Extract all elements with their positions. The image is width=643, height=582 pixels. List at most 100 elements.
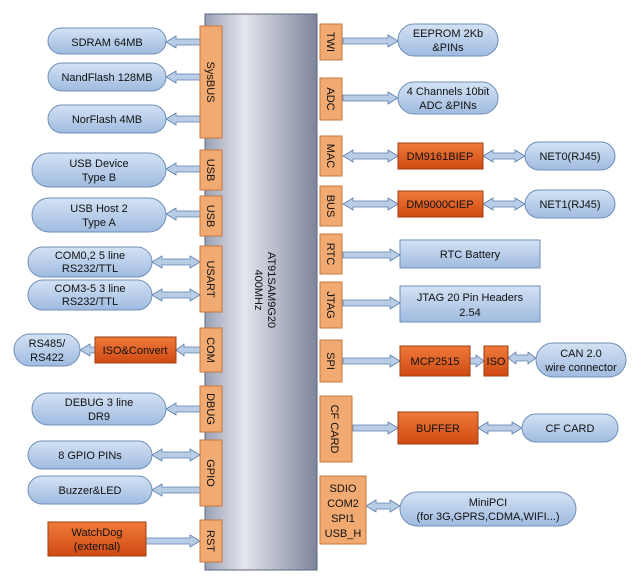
svg-text:GPIO: GPIO [204, 459, 216, 487]
svg-text:NorFlash 4MB: NorFlash 4MB [72, 114, 142, 126]
port-usb-host: USB [199, 195, 223, 237]
port-spi: SPI [319, 339, 343, 383]
arrow-iso [175, 343, 201, 357]
svg-text:SysBUS: SysBUS [204, 62, 216, 103]
ext-rs485: RS485/ RS422 [13, 333, 81, 367]
svg-text:MCP2515: MCP2515 [411, 356, 460, 368]
svg-text:USB Device: USB Device [69, 158, 128, 170]
arrow-adc [342, 91, 399, 105]
svg-text:ISO&Convert: ISO&Convert [103, 345, 168, 357]
port-mac: MAC [319, 135, 343, 177]
svg-text:wire connector: wire connector [544, 362, 617, 374]
svg-text:(for 3G,GPRS,CDMA,WIFI...): (for 3G,GPRS,CDMA,WIFI...) [416, 511, 559, 523]
arrow-iso-link [469, 354, 485, 368]
svg-text:USB Host 2: USB Host 2 [70, 203, 127, 215]
port-twi: TWI [319, 23, 343, 61]
ext-iso: ISO [483, 345, 509, 377]
arrow-com35 [151, 288, 201, 302]
arrow-dm9161 [342, 149, 399, 163]
arrow-com02 [151, 255, 201, 269]
svg-text:Type A: Type A [82, 217, 116, 229]
arrow-cf-card [477, 421, 523, 435]
svg-text:COM0,2 5 line: COM0,2 5 line [55, 250, 125, 262]
ext-com35: COM3-5 3 line RS232/TTL [27, 279, 153, 311]
svg-text:EEPROM 2Kb: EEPROM 2Kb [413, 28, 483, 40]
port-usb-device: USB [199, 149, 223, 191]
cpu-name: AT91SAM9G20 [265, 252, 277, 328]
port-gpio: GPIO [199, 439, 223, 507]
arrow-buzzer [151, 483, 201, 497]
port-bus: BUS [319, 185, 343, 227]
arrow-eeprom [342, 34, 399, 48]
svg-text:(external): (external) [74, 541, 120, 553]
arrow-watchdog [145, 534, 201, 548]
svg-text:DEBUG 3 line: DEBUG 3 line [65, 397, 133, 409]
arrow-gpio-pins [151, 448, 201, 462]
cpu-freq: 400MHz [252, 270, 264, 311]
svg-text:NandFlash 128MB: NandFlash 128MB [61, 72, 152, 84]
port-jtag: JTAG [319, 281, 343, 329]
svg-text:NET1(RJ45): NET1(RJ45) [539, 199, 600, 211]
svg-text:USART: USART [204, 260, 216, 297]
svg-text:DR9: DR9 [88, 411, 110, 423]
svg-text:8 GPIO PINs: 8 GPIO PINs [58, 450, 122, 462]
ext-minipci: MiniPCI (for 3G,GPRS,CDMA,WIFI...) [399, 491, 577, 527]
ext-net1: NET1(RJ45) [524, 189, 616, 219]
svg-text:Buzzer&LED: Buzzer&LED [59, 485, 122, 497]
arrow-sdram [165, 35, 201, 49]
port-sysbus: SysBUS [199, 25, 223, 139]
arrow-debug [165, 402, 201, 416]
ext-gpio-pins: 8 GPIO PINs [27, 440, 153, 470]
svg-text:&PINs: &PINs [432, 42, 464, 54]
svg-text:COM2: COM2 [327, 498, 359, 510]
arrow-usb-host [165, 207, 201, 221]
arrow-mcp2515 [342, 354, 401, 368]
arrow-nor [165, 112, 201, 126]
svg-text:BUS: BUS [324, 195, 336, 218]
ext-buffer: BUFFER [397, 411, 479, 445]
svg-text:CF CARD: CF CARD [546, 423, 595, 435]
svg-text:RTC: RTC [324, 243, 336, 265]
ext-sdram: SDRAM 64MB [47, 27, 167, 55]
svg-text:COM3-5 3 line: COM3-5 3 line [55, 283, 126, 295]
ext-net0: NET0(RJ45) [524, 141, 616, 171]
port-com: COM [199, 327, 223, 373]
ext-debug: DEBUG 3 line DR9 [31, 392, 167, 426]
svg-text:JTAG 20 Pin Headers: JTAG 20 Pin Headers [417, 292, 524, 304]
port-cf-card: CF CARD [319, 395, 353, 463]
svg-text:SPI: SPI [324, 352, 336, 370]
svg-text:DM9161BIEP: DM9161BIEP [407, 151, 474, 163]
ext-jtag-header: JTAG 20 Pin Headers 2.54 [399, 285, 541, 323]
ext-dm9000ciep: DM9000CIEP [397, 190, 484, 218]
ext-dm9161biep: DM9161BIEP [397, 142, 484, 170]
svg-text:DBUG: DBUG [204, 393, 216, 425]
svg-text:COM: COM [204, 337, 216, 363]
port-dbug: DBUG [199, 385, 223, 433]
port-usart: USART [199, 245, 223, 313]
svg-text:MAC: MAC [324, 144, 336, 169]
ext-nandflash: NandFlash 128MB [47, 62, 167, 92]
arrow-nand [165, 70, 201, 84]
cpu-block: AT91SAM9G20 400MHz [204, 13, 318, 571]
svg-text:Type B: Type B [82, 172, 116, 184]
ext-rtc-battery: RTC Battery [399, 239, 541, 269]
ext-com02: COM0,2 5 line RS232/TTL [27, 246, 153, 278]
svg-text:CAN 2.0: CAN 2.0 [560, 348, 602, 360]
arrow-can [507, 351, 537, 365]
arrow-net1 [482, 197, 526, 211]
port-adc: ADC [319, 77, 343, 121]
svg-text:SPI1: SPI1 [331, 513, 355, 525]
svg-text:CF CARD: CF CARD [328, 405, 340, 454]
svg-text:JTAG: JTAG [324, 291, 336, 318]
arrow-buffer [352, 421, 399, 435]
svg-text:TWI: TWI [324, 32, 336, 52]
svg-text:RS232/TTL: RS232/TTL [62, 296, 118, 308]
arrow-net0 [482, 149, 526, 163]
svg-text:ADC: ADC [324, 87, 336, 110]
ext-iso-convert: ISO&Convert [94, 336, 177, 364]
ext-eeprom: EEPROM 2Kb &PINs [397, 23, 499, 57]
port-multi: SDIO COM2 SPI1 USB_H [319, 475, 367, 545]
svg-text:NET0(RJ45): NET0(RJ45) [539, 151, 600, 163]
port-rtc: RTC [319, 233, 343, 275]
